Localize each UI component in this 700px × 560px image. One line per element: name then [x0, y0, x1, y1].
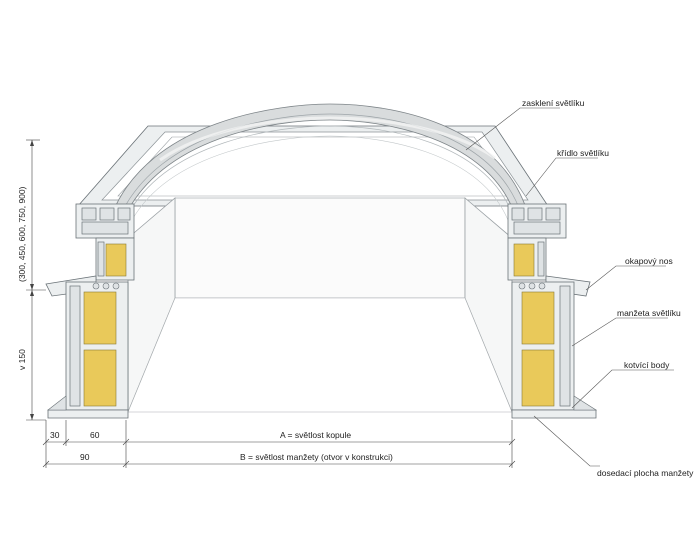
- dim-b-label: B = světlost manžety (otvor v konstrukci…: [240, 452, 393, 462]
- left-vertical-dimensions: (300, 450, 600, 750, 900) v 150: [17, 139, 46, 421]
- lower-height-label: v 150: [17, 349, 27, 370]
- upper-height-label: (300, 450, 600, 750, 900): [17, 186, 27, 282]
- right-profile-section: [507, 203, 598, 419]
- dim-30: 30: [50, 430, 60, 440]
- dim-a-label: A = světlost kopule: [280, 430, 351, 440]
- dim-90: 90: [80, 452, 90, 462]
- label-collar: manžeta světlíku: [617, 308, 681, 318]
- label-glazing: zasklení světlíku: [522, 98, 585, 108]
- label-sash: křídlo světlíku: [557, 148, 609, 158]
- label-anchor-points: kotvící body: [624, 360, 670, 370]
- dim-60: 60: [90, 430, 100, 440]
- label-drip-nose: okapový nos: [625, 256, 673, 266]
- collar-inner-walls: [127, 197, 513, 413]
- label-collar-seat: dosedací plocha manžety: [597, 468, 694, 478]
- left-profile-section: [45, 203, 135, 419]
- callout-labels: zasklení světlíku křídlo světlíku okapov…: [522, 98, 694, 478]
- callout-leaders: [465, 107, 674, 467]
- bottom-dimensions: 30 60 A = světlost kopule 90 B = světlos…: [42, 420, 516, 468]
